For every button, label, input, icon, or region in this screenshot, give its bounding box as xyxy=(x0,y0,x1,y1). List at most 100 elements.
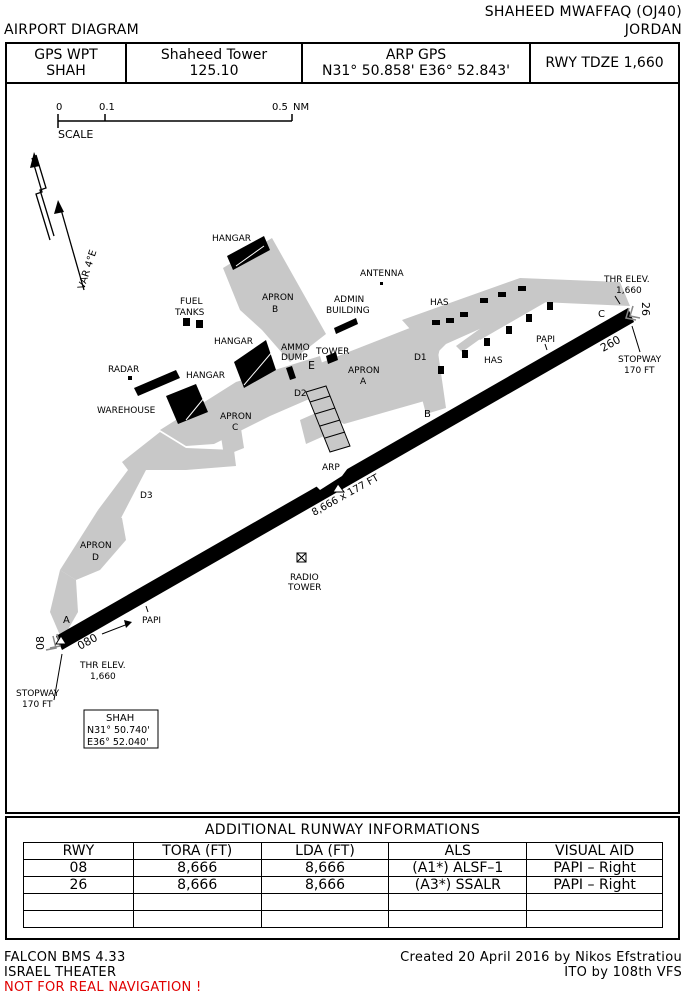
label-hangar-left: HANGAR xyxy=(186,371,225,381)
cell xyxy=(388,893,528,911)
scale-tick-0: 0 xyxy=(56,102,62,113)
has-12 xyxy=(547,302,553,310)
radar-warehouse xyxy=(134,370,180,396)
apron-ramp xyxy=(305,385,351,453)
hangar-mid xyxy=(234,340,276,388)
label-apron-d-letter: D xyxy=(92,553,99,563)
hangar-left xyxy=(166,384,208,424)
footer-theater: ISRAEL THEATER xyxy=(4,965,117,980)
scale-tick-2: 0.5 xyxy=(272,102,288,113)
runway-info-title: ADDITIONAL RUNWAY INFORMATIONS xyxy=(204,822,481,838)
col-als: ALS xyxy=(388,842,528,860)
footer-warning: NOT FOR REAL NAVIGATION ! xyxy=(4,980,202,995)
label-thr-bottom: THR ELEV. xyxy=(79,661,126,671)
gps-wpt-label: GPS WPT xyxy=(34,47,98,63)
runway-info-section: ADDITIONAL RUNWAY INFORMATIONS RWY TORA … xyxy=(5,816,680,940)
label-has-1: HAS xyxy=(430,298,449,308)
radar-dot xyxy=(128,376,132,380)
cell xyxy=(526,910,663,928)
shah-name: SHAH xyxy=(106,713,134,724)
label-fuel: FUEL xyxy=(180,297,202,307)
col-rwy: RWY xyxy=(23,842,134,860)
tdze-cell: RWY TDZE 1,660 xyxy=(531,44,678,82)
gps-wpt-cell: GPS WPT SHAH xyxy=(7,44,127,82)
runway-08-26 xyxy=(56,308,634,650)
north-arrow-icon xyxy=(30,152,85,291)
has-6 xyxy=(518,286,526,291)
airport-name: SHAHEED MWAFFAQ (OJ40) xyxy=(484,4,682,20)
cell xyxy=(132,910,262,928)
label-ammo-dump: DUMP xyxy=(281,353,308,363)
diagram-frame: GPS WPT SHAH Shaheed Tower 125.10 ARP GP… xyxy=(5,42,680,814)
shah-lat: N31° 50.740' xyxy=(87,725,150,736)
cell xyxy=(132,893,262,911)
label-radar: RADAR xyxy=(108,365,139,375)
stopway-chevrons xyxy=(45,305,641,651)
has-2 xyxy=(446,318,454,323)
label-fuel-tanks: TANKS xyxy=(174,308,205,318)
cell xyxy=(526,893,663,911)
label-e: E xyxy=(308,359,315,372)
label-stopway-top-len: 170 FT xyxy=(624,366,655,376)
arp-value: N31° 50.858' E36° 52.843' xyxy=(322,63,510,79)
label-b: B xyxy=(424,409,431,420)
cell: 8,666 xyxy=(132,859,262,877)
has-9 xyxy=(484,338,490,346)
label-papi-top: PAPI xyxy=(536,335,555,345)
label-apron-a: APRON xyxy=(348,366,380,376)
cell: (A3*) SSALR xyxy=(388,876,528,894)
ammo-dump xyxy=(286,366,296,380)
label-warehouse: WAREHOUSE xyxy=(97,406,156,416)
has-5 xyxy=(498,292,506,297)
cell: 8,666 xyxy=(260,859,390,877)
footer-ito: ITO by 108th VFS xyxy=(564,965,682,980)
control-tower xyxy=(326,352,338,364)
label-admin-building: BUILDING xyxy=(326,306,370,316)
label-stopway-top: STOPWAY xyxy=(618,355,662,365)
table-row: 26 8,666 8,666 (A3*) SSALR PAPI – Right xyxy=(23,876,663,894)
scale-unit: NM xyxy=(293,102,309,113)
label-hangar-top: HANGAR xyxy=(212,234,251,244)
has-7 xyxy=(438,366,444,374)
airport-country: JORDAN xyxy=(624,22,682,38)
arp-cell: ARP GPS N31° 50.858' E36° 52.843' xyxy=(303,44,531,82)
has-4 xyxy=(480,298,488,303)
label-apron-d: APRON xyxy=(80,541,112,551)
label-has-2: HAS xyxy=(484,356,503,366)
cell xyxy=(23,910,134,928)
cell xyxy=(260,893,390,911)
antenna-dot xyxy=(380,282,383,285)
info-bar: GPS WPT SHAH Shaheed Tower 125.10 ARP GP… xyxy=(7,44,678,84)
tdze-value: RWY TDZE 1,660 xyxy=(545,55,664,71)
diagram-labels: HANGAR APRON B FUEL TANKS HANGAR AMMO DU… xyxy=(16,234,662,710)
table-row: 08 8,666 8,666 (A1*) ALSF–1 PAPI – Right xyxy=(23,859,663,877)
runway-26-label: 26 xyxy=(639,302,652,316)
label-hangar-mid: HANGAR xyxy=(214,337,253,347)
has-8 xyxy=(462,350,468,358)
label-ammo: AMMO xyxy=(281,343,310,353)
label-a: A xyxy=(63,615,70,626)
table-row xyxy=(23,910,663,928)
has-11 xyxy=(526,314,532,322)
admin-building xyxy=(334,318,358,334)
cell: 26 xyxy=(23,876,134,894)
label-thr-top: THR ELEV. xyxy=(603,275,650,285)
label-stopway-bottom: STOPWAY xyxy=(16,689,60,699)
shah-waypoint-box: SHAH N31° 50.740' E36° 52.040' xyxy=(83,709,159,749)
label-d3: D3 xyxy=(140,491,153,501)
footer-left: FALCON BMS 4.33 ISRAEL THEATER NOT FOR R… xyxy=(4,950,201,995)
fuel-tank-2 xyxy=(196,320,203,328)
col-tora: TORA (FT) xyxy=(132,842,262,860)
tower-frequency: 125.10 xyxy=(189,63,239,79)
scale-tick-1: 0.1 xyxy=(99,102,115,113)
runway-08-label: 08 xyxy=(34,636,47,650)
arp-label: ARP GPS xyxy=(385,47,447,63)
scale-label: SCALE xyxy=(58,128,93,141)
arp-marker-icon xyxy=(332,483,345,493)
label-d2: D2 xyxy=(294,389,307,399)
buildings xyxy=(128,236,553,424)
cell xyxy=(23,893,134,911)
building-hatching xyxy=(185,245,273,421)
cell: 08 xyxy=(23,859,134,877)
